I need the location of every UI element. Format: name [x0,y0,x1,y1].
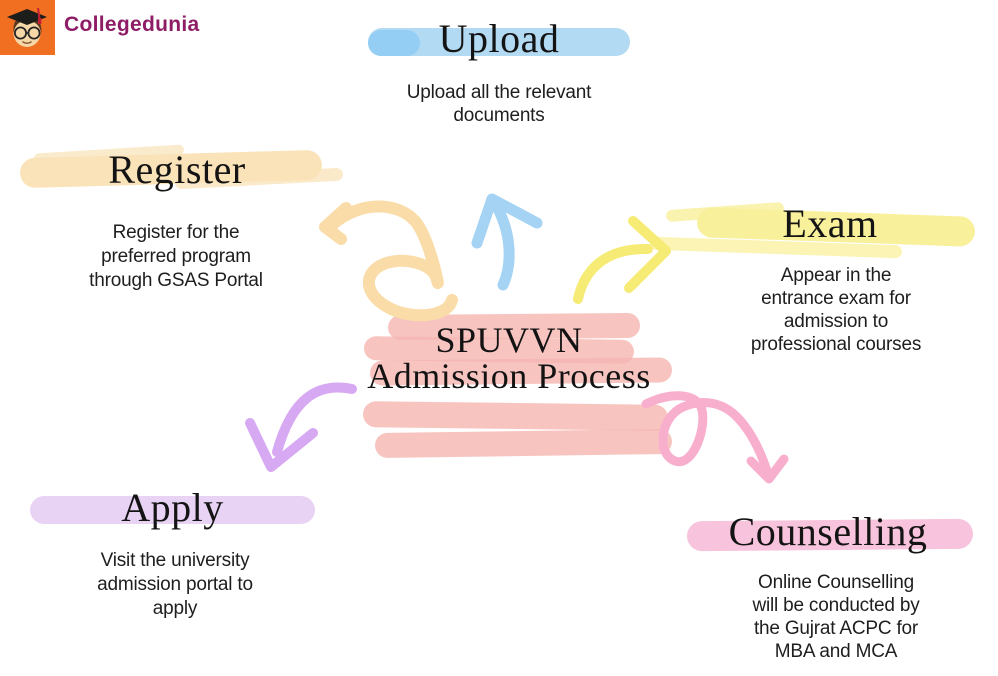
center-title: SPUVVN Admission Process [348,322,670,394]
step-title-register: Register [108,147,246,192]
step-title-exam: Exam [782,201,878,246]
step-title-counselling: Counselling [728,509,928,554]
center-title-line1: SPUVVN [435,320,583,360]
apply-arrow-icon [245,382,357,472]
apply-highlight [30,496,315,524]
upload-highlight-cap [368,30,420,56]
collegedunia-logo-icon [0,0,55,55]
step-description-exam: Appear in the entrance exam for admissio… [750,265,922,355]
step-description-counselling: Online Counselling will be conducted by … [752,572,920,662]
step-title-apply: Apply [121,485,224,530]
step-description-upload: Upload all the relevant documents [406,82,592,126]
exam-arrow-icon [573,216,671,304]
step-description-register: Register for the preferred program throu… [89,222,263,291]
register-arrow-icon [319,200,458,322]
upload-arrow-icon [471,193,543,291]
center-title-line2: Admission Process [367,356,651,396]
brand-name: Collegedunia [64,13,200,36]
step-title-upload: Upload [438,16,560,61]
counselling-arrow-icon [641,391,789,484]
step-description-apply: Visit the university admission portal to… [97,550,253,619]
